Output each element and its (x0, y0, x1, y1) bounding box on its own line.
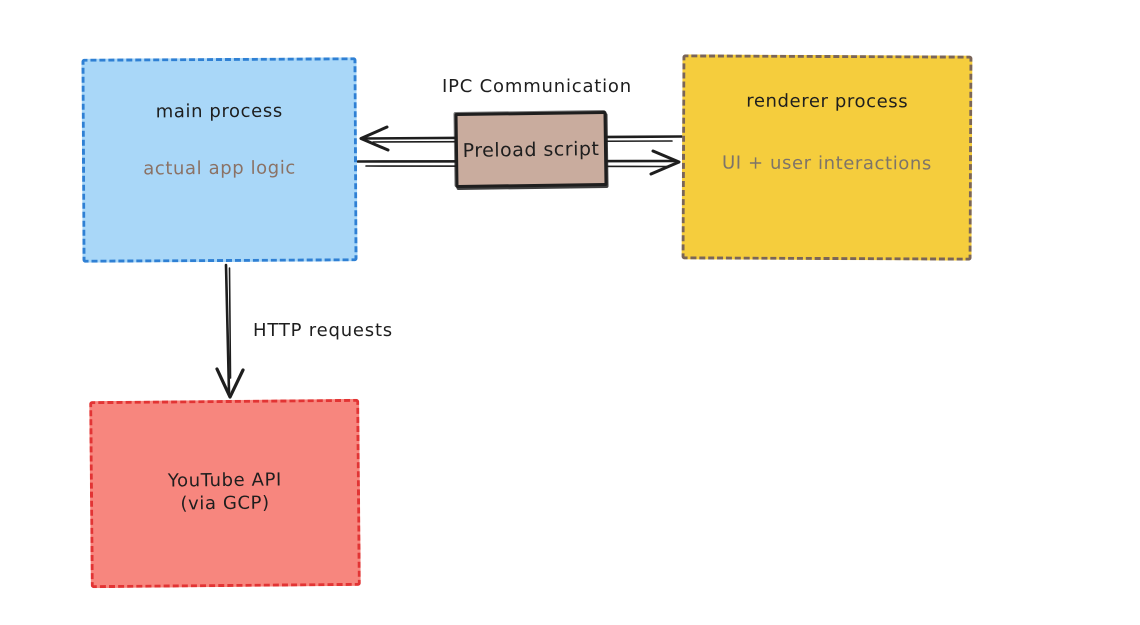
ipc-communication-label: IPC Communication (442, 76, 632, 97)
main-process-box: main process actual app logic (81, 57, 358, 263)
main-process-title: main process (155, 100, 283, 123)
http-arrow-to-youtube-api (215, 263, 245, 399)
renderer-process-title: renderer process (746, 90, 909, 113)
youtube-api-box: YouTube API (via GCP) (89, 398, 361, 589)
youtube-api-label-line1: YouTube API (167, 469, 282, 491)
http-requests-label: HTTP requests (253, 320, 393, 341)
preload-script-label: Preload script (462, 137, 600, 162)
main-process-subtitle: actual app logic (143, 157, 296, 180)
renderer-process-box: renderer process UI + user interactions (681, 54, 973, 261)
youtube-api-label-line2: (via GCP) (180, 492, 270, 514)
renderer-process-subtitle: UI + user interactions (721, 152, 932, 175)
preload-script-box: Preload script (454, 110, 608, 189)
